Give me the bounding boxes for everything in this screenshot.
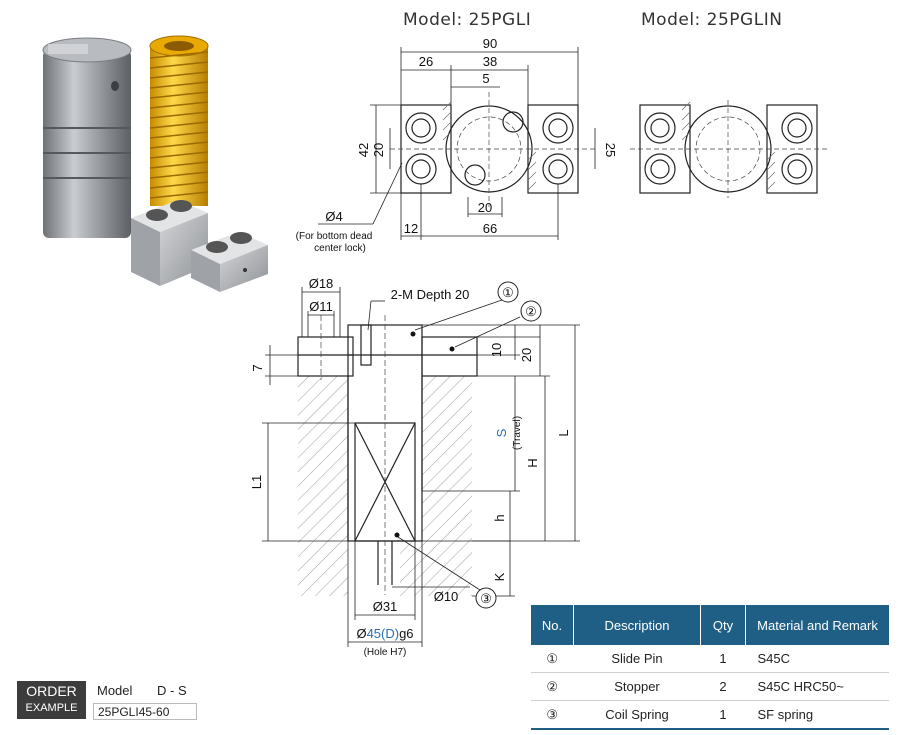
row-qty: 1 — [700, 645, 746, 673]
section-view-drawing: ① ② ③ Ø18 Ø11 2-M Depth 20 10 20 7 S (Tr… — [249, 276, 580, 658]
slide-pin-image — [42, 37, 132, 238]
dim-top-height: 20 — [519, 348, 534, 362]
dim-inner-height: 20 — [371, 143, 386, 157]
order-model-label: Model — [97, 683, 133, 698]
table-row: ② Stopper 2 S45C HRC50~ — [531, 672, 889, 701]
col-material: Material and Remark — [745, 605, 889, 645]
dim-hole-fit: (Hole H7) — [364, 647, 407, 658]
row-description: Coil Spring — [573, 700, 701, 730]
row-description: Slide Pin — [573, 645, 701, 673]
top-view-25pgli-drawing: 90 26 38 5 42 20 25 20 12 66 Ø4 (For bot… — [296, 36, 618, 254]
hole-note-line-2: center lock) — [314, 243, 366, 254]
dim-overall-width: 90 — [483, 36, 497, 51]
table-row: ① Slide Pin 1 S45C — [531, 645, 889, 673]
dim-height: 42 — [356, 143, 371, 157]
parts-table: No. Description Qty Material and Remark … — [531, 605, 889, 730]
dim-H: H — [525, 458, 540, 467]
col-description: Description — [573, 605, 701, 645]
row-qty: 2 — [700, 672, 746, 701]
order-example-value: 25PGLI45-60 — [93, 703, 197, 720]
dim-7: 7 — [250, 364, 265, 371]
dim-L1: L1 — [249, 475, 264, 489]
row-no: ③ — [531, 700, 574, 730]
dim-left-block: 26 — [419, 54, 433, 69]
order-title: ORDER — [26, 683, 77, 699]
dim-h: h — [492, 514, 507, 521]
dim-thread: 2-M Depth 20 — [391, 287, 470, 302]
dim-K: K — [492, 572, 507, 581]
dim-travel-note: (Travel) — [512, 416, 523, 450]
dim-d45: Ø45(D)g6 — [356, 626, 413, 641]
row-no: ② — [531, 672, 574, 701]
dim-bottom-span: 66 — [483, 221, 497, 236]
dim-left-edge: 12 — [404, 221, 418, 236]
row-qty: 1 — [700, 700, 746, 730]
stopper-block-image — [131, 200, 208, 286]
product-illustration — [42, 35, 268, 292]
dim-stopper-height: 10 — [489, 343, 504, 357]
col-qty: Qty — [700, 605, 746, 645]
dim-offset: 5 — [482, 71, 489, 86]
dim-center-span: 38 — [483, 54, 497, 69]
callout-3: ③ — [480, 591, 492, 606]
dim-pin-spacing: 20 — [478, 200, 492, 215]
row-material: SF spring — [745, 700, 889, 730]
dim-d18: Ø18 — [309, 276, 334, 291]
dim-right-height: 25 — [603, 143, 618, 157]
row-description: Stopper — [573, 672, 701, 701]
model-title-25pglin: Model: 25PGLIN — [641, 10, 783, 30]
dim-L: L — [556, 429, 571, 436]
coil-spring-image — [149, 35, 209, 206]
dim-d11: Ø11 — [309, 299, 333, 314]
callout-2: ② — [525, 304, 537, 319]
model-title-25pgli: Model: 25PGLI — [403, 10, 532, 30]
dim-d10-bottom: Ø10 — [434, 589, 459, 604]
parts-table-header: No. Description Qty Material and Remark — [531, 605, 889, 645]
example-title: EXAMPLE — [25, 702, 78, 714]
callout-1: ① — [502, 285, 514, 300]
hole-note-line-1: (For bottom dead — [296, 231, 373, 242]
table-row: ③ Coil Spring 1 SF spring — [531, 700, 889, 730]
stopper-block-image — [191, 232, 268, 292]
row-no: ① — [531, 645, 574, 673]
top-view-25pglin-drawing — [630, 100, 830, 198]
dim-d31: Ø31 — [373, 599, 398, 614]
hole-label: Ø4 — [325, 209, 342, 224]
dim-travel: S — [494, 428, 509, 437]
col-no: No. — [531, 605, 574, 645]
order-example-badge: ORDER EXAMPLE — [17, 681, 86, 719]
row-material: S45C — [745, 645, 889, 673]
row-material: S45C HRC50~ — [745, 672, 889, 701]
order-code-label: D - S — [157, 683, 187, 698]
